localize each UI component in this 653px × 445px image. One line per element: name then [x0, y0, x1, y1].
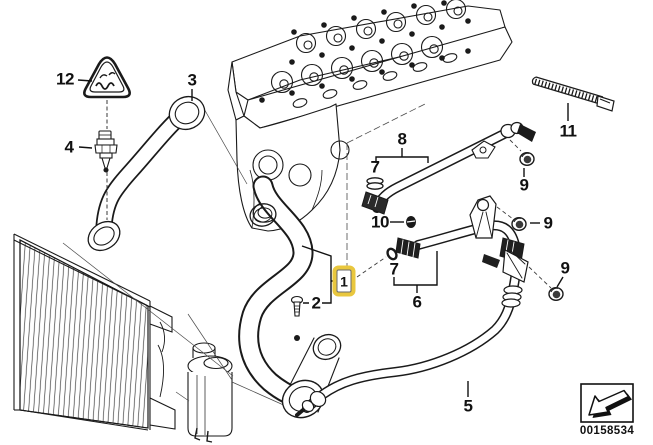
hose-5-6-assembly [295, 195, 529, 417]
detail-frame-lines [346, 102, 428, 281]
callout-7-lower[interactable]: 7 [389, 259, 399, 279]
bolt-9-top [520, 153, 534, 166]
callout-4[interactable]: 4 [64, 137, 74, 157]
callout-1-highlighted[interactable]: 1 [332, 265, 356, 297]
direction-arrow-box [580, 383, 634, 423]
callout-5[interactable]: 5 [463, 396, 473, 416]
callout-9-top[interactable]: 9 [519, 175, 529, 195]
callout-2[interactable]: 2 [311, 293, 321, 313]
radiator [13, 233, 176, 431]
engine-cylinder-head [227, 0, 513, 341]
temperature-sensor-4 [94, 130, 118, 173]
callout-9-middle[interactable]: 9 [543, 213, 553, 233]
direction-arrow-icon [588, 389, 632, 418]
part-leader-dashes [356, 139, 552, 289]
callout-10[interactable]: 10 [371, 212, 389, 232]
reference-lines [62, 106, 298, 412]
hose-3 [87, 95, 206, 252]
grommet-10 [406, 216, 416, 228]
hose-8 [361, 121, 536, 215]
callout-12[interactable]: 12 [56, 69, 74, 89]
callout-3[interactable]: 3 [187, 70, 197, 90]
callout-8[interactable]: 8 [397, 129, 407, 149]
callout-9-lower[interactable]: 9 [560, 258, 570, 278]
callout-11[interactable]: 11 [559, 121, 577, 141]
callout-7-upper[interactable]: 7 [370, 157, 380, 177]
strap-11 [531, 76, 615, 112]
callout-1-number: 1 [336, 269, 352, 293]
part-number-label: 00158534 [579, 425, 635, 437]
expansion-tank [187, 342, 233, 443]
coolant-warning-triangle-icon [83, 56, 131, 99]
screw-2 [290, 295, 304, 317]
callout-6[interactable]: 6 [412, 292, 422, 312]
callout-leaders [77, 79, 569, 397]
bolt-9-lower [549, 288, 563, 301]
bolt-9-middle [512, 218, 526, 231]
